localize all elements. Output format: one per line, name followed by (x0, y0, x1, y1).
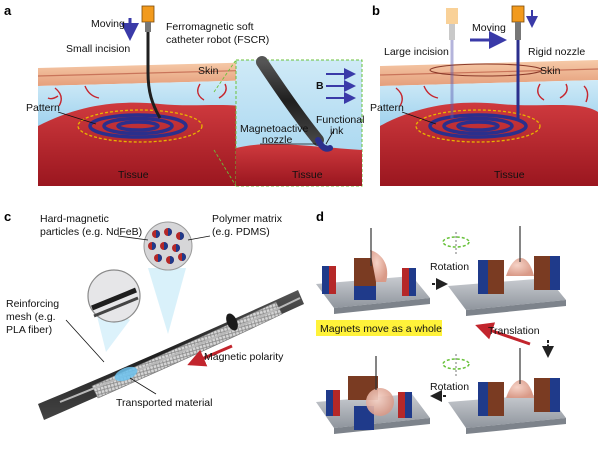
panel-a-pattern-label: Pattern (26, 102, 60, 114)
panel-d-setup-top-left (316, 228, 430, 314)
panel-a-spiral-pattern (88, 113, 188, 139)
panel-a-ink-label-1: Functional (316, 114, 364, 126)
watermark: 极熊3D打印 (448, 434, 531, 452)
panel-a-skin-label: Skin (198, 65, 219, 77)
panel-a-field-arrows (326, 68, 356, 104)
panel-c-magnetic-particles (148, 228, 186, 264)
panel-c-polarity-label: Magnetic polarity (204, 351, 284, 363)
panel-a-inset (235, 56, 363, 187)
panel-a-nozzle-label-1: Magnetoactive (240, 123, 308, 135)
panel-b-large-incision-outline (429, 63, 543, 77)
panel-a-ink-label-2: ink (330, 125, 344, 137)
panel-c-polymer-label-2: (e.g. PDMS) (212, 226, 270, 238)
panel-d: d (316, 209, 566, 434)
panel-a: a (4, 3, 364, 187)
panel-a-catheter (121, 5, 162, 119)
panel-d-rotation-icon-bottom (442, 354, 470, 378)
panel-b-moving-label: Moving (472, 22, 506, 34)
panel-d-letter: d (316, 209, 324, 224)
panel-a-zoom-line-top (213, 59, 237, 93)
panel-d-highlight-box (316, 320, 442, 336)
panel-a-tissue-block (37, 62, 263, 186)
panel-a-field-label: B (316, 80, 324, 92)
panel-d-rotation-icon-top (442, 232, 470, 256)
panel-c: c (4, 209, 304, 420)
panel-c-particle-magnifier (117, 221, 211, 334)
panel-c-mesh-label-3: PLA fiber) (6, 324, 52, 336)
panel-a-zoom-line-bottom (213, 149, 237, 187)
panel-a-fscr-label-2: catheter robot (FSCR) (166, 34, 269, 46)
panel-d-magnets-label: Magnets move as a whole (320, 323, 442, 335)
panel-d-setup-bottom-left (316, 356, 430, 434)
panel-c-mesh-label-2: mesh (e.g. (6, 311, 56, 323)
panel-a-moving-label: Moving (91, 18, 125, 30)
panel-c-polarity-arrow (187, 344, 233, 367)
panel-c-catheter-body (38, 290, 304, 420)
panel-d-rotation-bottom-label: Rotation (430, 381, 469, 393)
panel-c-polymer-label-1: Polymer matrix (212, 213, 283, 225)
panel-d-setup-top-right (448, 226, 566, 316)
panel-d-rotation-top-label: Rotation (430, 261, 469, 273)
panel-a-tissue-label: Tissue (118, 169, 149, 181)
panel-a-pattern-leader (57, 111, 97, 125)
panel-a-small-incision-label: Small incision (66, 43, 130, 55)
panel-b-ghost-nozzle (446, 8, 458, 118)
panel-b-spiral-pattern (428, 113, 528, 139)
panel-a-dashed-outline (77, 109, 203, 143)
panel-b-large-incision-label: Large incision (384, 46, 449, 58)
panel-b-letter: b (372, 3, 380, 18)
panel-a-nozzle-label-2: nozzle (262, 134, 293, 146)
panel-b-tissue-label: Tissue (494, 169, 525, 181)
panel-c-mesh-magnifier (87, 269, 141, 352)
panel-a-letter: a (4, 3, 12, 18)
panel-b-rigid-nozzle (511, 5, 525, 120)
panel-c-hard-magnetic-label-2: particles (e.g. NdFeB) (40, 226, 142, 238)
panel-c-transported-label: Transported material (116, 397, 212, 409)
panel-b-dashed-outline (415, 109, 541, 143)
panel-c-transported-material (114, 366, 138, 382)
panel-b-rigid-nozzle-label: Rigid nozzle (528, 46, 585, 58)
panel-d-translation-label: Translation (488, 325, 540, 337)
panel-c-hard-magnetic-label-1: Hard-magnetic (40, 213, 109, 225)
panel-d-setup-bottom-right (448, 348, 566, 434)
panel-d-translation-arrow (475, 322, 531, 346)
panel-a-inset-tissue-label: Tissue (292, 169, 323, 181)
panel-a-fscr-label-1: Ferromagnetic soft (166, 21, 254, 33)
panel-c-mesh-label-1: Reinforcing (6, 298, 59, 310)
panel-b: b (370, 3, 599, 186)
panel-b-pattern-label: Pattern (370, 102, 404, 114)
panel-b-tissue-block (379, 60, 599, 186)
panel-c-letter: c (4, 209, 11, 224)
panel-b-skin-label: Skin (540, 65, 561, 77)
